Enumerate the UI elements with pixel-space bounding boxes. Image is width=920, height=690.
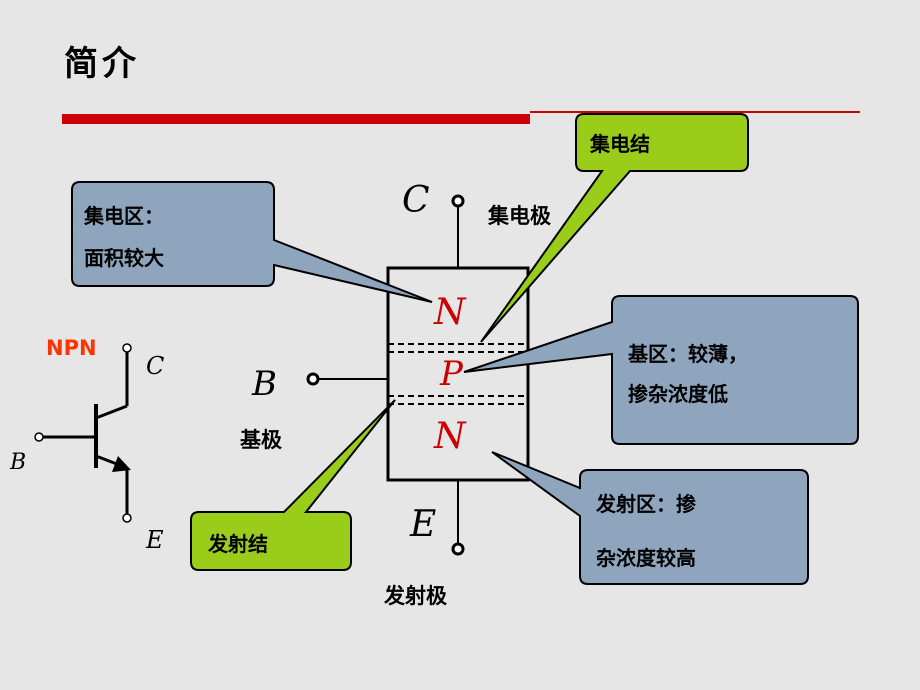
collector-terminal: [451, 194, 465, 208]
base-name-label: 基极: [240, 428, 282, 452]
symbol-collector-diag: [95, 404, 128, 420]
symbol-b-label: B: [10, 450, 27, 475]
callout-collector-junction-shape: [480, 113, 749, 343]
symbol-b-terminal: [34, 432, 44, 442]
base-terminal: [306, 372, 320, 386]
layer-bottom-n: N: [434, 416, 466, 457]
callout-base-region-line2: 掺杂浓度低: [628, 382, 728, 406]
callout-emitter-region-line1: 发射区：掺: [596, 492, 696, 516]
symbol-c-terminal: [122, 343, 132, 353]
callout-collector-region-line2: 面积较大: [84, 246, 164, 270]
symbol-e-label: E: [146, 526, 164, 554]
emitter-name-label: 发射极: [384, 584, 447, 608]
symbol-c-label: C: [146, 352, 165, 380]
callout-emitter-region-line2: 杂浓度较高: [596, 546, 696, 570]
layer-middle-p: P: [440, 354, 463, 394]
callout-emitter-junction-shape: [190, 399, 396, 571]
collector-name-label: 集电极: [488, 204, 551, 228]
emitter-terminal: [451, 542, 465, 556]
callout-emitter-region-shape: [491, 451, 809, 585]
callout-collector-junction-text: 集电结: [590, 132, 650, 156]
npn-label: NPN: [46, 336, 97, 360]
callout-collector-region-shape: [71, 181, 433, 303]
layer-top-n: N: [434, 292, 466, 333]
emitter-e-label: E: [410, 504, 437, 545]
callout-base-region-shape: [463, 295, 859, 445]
callout-collector-region-line1: 集电区：: [84, 204, 164, 228]
symbol-e-terminal: [122, 513, 132, 523]
title-underline-thin: [530, 111, 860, 113]
title-underline-thick: [62, 114, 530, 124]
collector-c-label: C: [402, 180, 430, 221]
base-b-label: B: [252, 364, 277, 404]
page-title: 简介: [64, 44, 140, 84]
callout-base-region-line1: 基区：较薄，: [628, 342, 748, 366]
callout-emitter-junction-text: 发射结: [208, 532, 268, 556]
